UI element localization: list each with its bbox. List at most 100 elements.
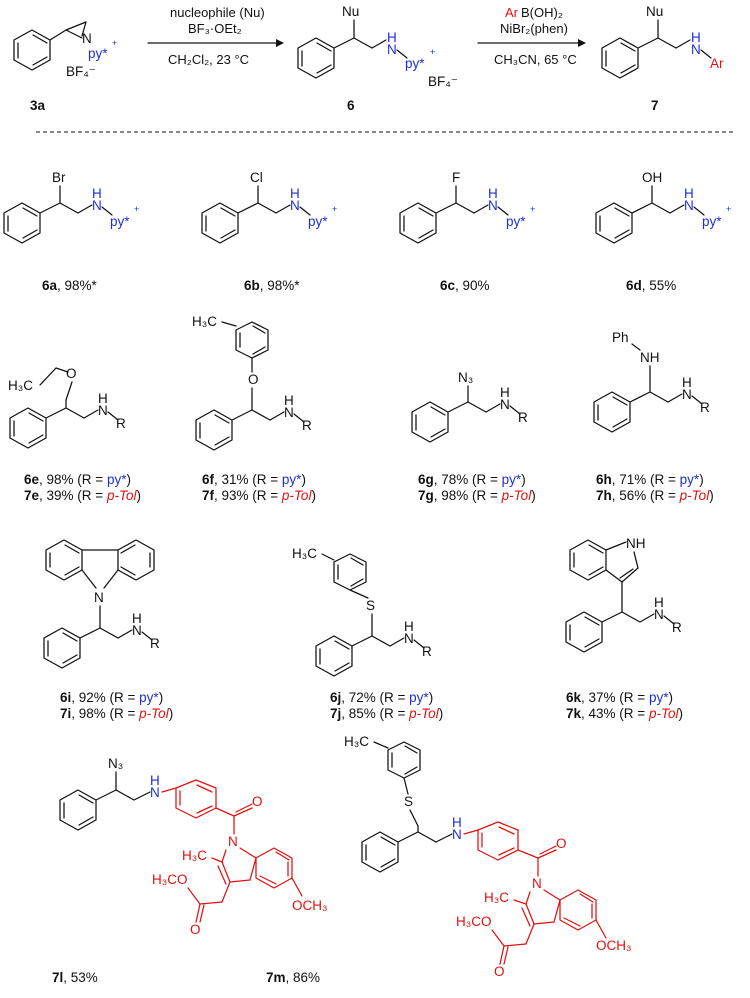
atom-label: ): [126, 472, 131, 487]
atom-label: O: [66, 366, 77, 381]
atom-label: R: [518, 410, 528, 425]
atom-label: py*: [282, 472, 302, 487]
atom-label: 7g: [418, 488, 434, 503]
atom-label: p-Tol: [138, 706, 170, 721]
structure-6e: H₃C O H N R: [8, 366, 126, 449]
atom-label: py*: [409, 690, 429, 705]
atom-label: 6f, 31% (R = py*): [202, 472, 306, 487]
atom-label: H₃CO: [456, 914, 492, 929]
atom-label: H₃C: [192, 314, 217, 329]
atom-label: ): [668, 690, 673, 705]
atom-label: N: [682, 387, 692, 402]
atom-label: H: [500, 385, 510, 400]
atom-label: N: [532, 876, 542, 891]
atom-label: py*: [107, 472, 127, 487]
atom-label: ): [439, 706, 444, 721]
atom-label: N: [94, 590, 104, 605]
atom-label: p-Tol: [106, 488, 138, 503]
atom-label: 7g, 98% (R = p-Tol): [418, 488, 536, 503]
atom-label: N: [387, 42, 397, 57]
atom-label: H: [150, 773, 160, 788]
atom-label: 6d, 55%: [626, 278, 676, 293]
atom-label: py*: [110, 214, 130, 229]
step2-line3: CH₃CN, 65 °C: [494, 52, 577, 67]
atom-label: O: [190, 922, 201, 937]
atom-label: H: [682, 375, 692, 390]
structure-6d: OH H N py* +: [595, 170, 731, 244]
atom-label: 6g: [418, 472, 434, 487]
step2-line2: NiBr₂(phen): [500, 21, 568, 36]
atom-label: H: [691, 30, 701, 45]
atom-label: 6h: [596, 472, 612, 487]
caption-6a: 6a, 98%*: [42, 278, 98, 293]
atom-label: ): [136, 488, 141, 503]
atom-label: H₃C: [484, 890, 509, 905]
structure-6c: F H N py* +: [399, 170, 535, 244]
caption-6d: 6d, 55%: [626, 278, 676, 293]
atom-label: O: [556, 836, 567, 851]
atom-label: N: [452, 827, 462, 842]
atom-label: Ph: [612, 330, 629, 345]
atom-label: p-Tol: [501, 488, 533, 503]
atom-label: N₃: [108, 756, 123, 771]
structure-6h: Ph NH H N R: [593, 330, 710, 433]
atom-label: H₃CO: [152, 872, 188, 887]
atom-label: N: [404, 631, 414, 646]
atom-label: ): [311, 488, 316, 503]
atom-label: H₃C: [292, 546, 317, 561]
atom-label: N: [284, 405, 294, 420]
atom-label: , 85% (R =: [341, 706, 409, 721]
atom-label: , 72% (R =: [341, 690, 409, 705]
step2-line1: B(OH)₂: [521, 5, 563, 20]
atom-label: ): [699, 472, 704, 487]
atom-label: R: [422, 644, 432, 659]
arrow-2-head: [578, 39, 586, 47]
structure-6k: NH H N R: [565, 536, 682, 653]
atom-label: OCH₃: [596, 938, 632, 953]
atom-label: S: [366, 598, 375, 613]
atom-label: py*: [649, 690, 669, 705]
atom-label: py*: [506, 214, 526, 229]
caption-6i-7i: 6i, 92% (R = py*) 7i, 98% (R = p-Tol): [60, 690, 173, 721]
atom-label: p-Tol: [281, 488, 313, 503]
atom-label: Br: [52, 170, 66, 185]
atom-label: 6b, 98%*: [244, 278, 300, 293]
caption-6g-7g: 6g, 78% (R = py*) 7g, 98% (R = p-Tol): [418, 472, 536, 503]
atom-label: py*: [139, 690, 159, 705]
caption-6f-7f: 6f, 31% (R = py*) 7f, 93% (R = p-Tol): [202, 472, 316, 503]
atom-label: Cl: [250, 170, 263, 185]
atom-label: 7l, 53%: [52, 970, 98, 985]
atom-label: 7f: [202, 488, 215, 503]
atom-label: 6c: [440, 278, 456, 293]
atom-label: N₃: [458, 370, 473, 385]
atom-label: H: [284, 393, 294, 408]
structure-7l: N₃ H N O N H₃C OCH₃ H₃CO O: [59, 756, 328, 937]
atom-label: H: [488, 186, 498, 201]
compound-3a-label: 3a: [30, 98, 46, 113]
atom-label: ): [531, 488, 536, 503]
atom-label: 6j, 72% (R = py*): [330, 690, 433, 705]
atom-label: 7j: [330, 706, 341, 721]
atom-label: +: [430, 47, 435, 57]
atom-label: N: [500, 397, 510, 412]
atom-label: R: [672, 620, 682, 635]
atom-label: 7: [651, 98, 659, 113]
atom-label: , 55%: [642, 278, 677, 293]
atom-label: 7m, 86%: [266, 970, 320, 985]
atom-label: , 39% (R =: [39, 488, 107, 503]
atom-label: ): [709, 488, 714, 503]
atom-label: O: [494, 964, 505, 979]
atom-label: H₃C: [182, 848, 207, 863]
atom-label: 7j, 85% (R = p-Tol): [330, 706, 443, 721]
atom-label: +: [134, 204, 139, 214]
atom-label: O: [252, 794, 263, 809]
atom-label: p-Tol: [679, 488, 711, 503]
atom-label: 6i: [60, 690, 71, 705]
step2-ar: Ar: [505, 5, 519, 20]
atom-label: N: [290, 198, 300, 213]
atom-label: 7k, 43% (R = p-Tol): [566, 706, 683, 721]
atom-label: 7f, 93% (R = p-Tol): [202, 488, 316, 503]
atom-label: 6h, 71% (R = py*): [596, 472, 704, 487]
atom-label: H: [98, 391, 108, 406]
atom-label: H: [654, 595, 664, 610]
